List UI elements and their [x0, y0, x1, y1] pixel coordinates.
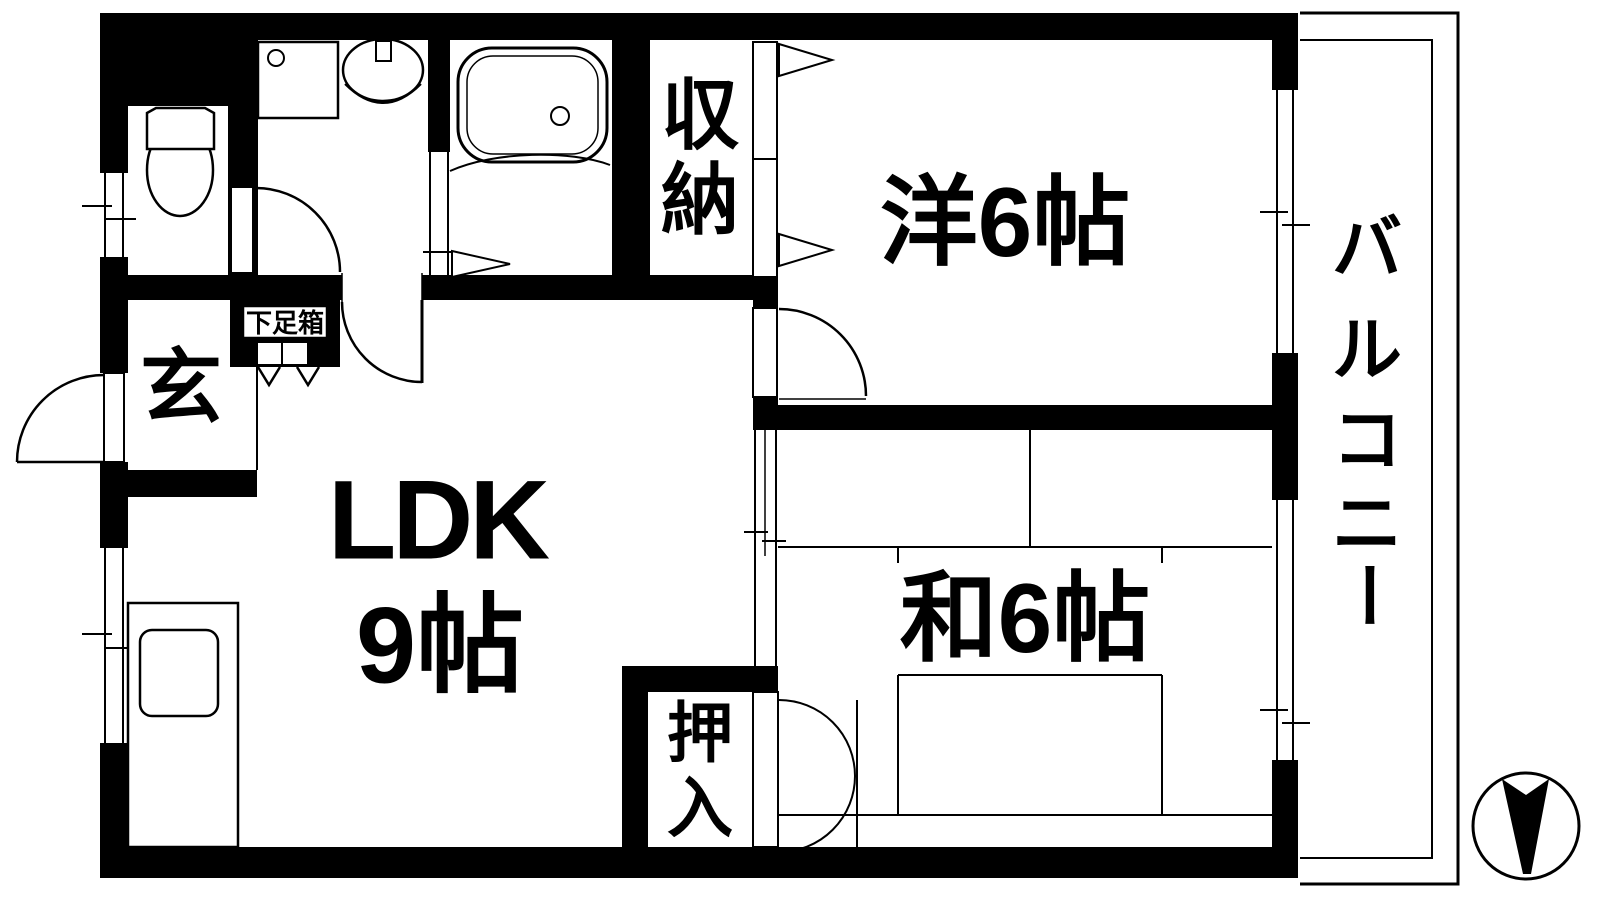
wall-bath-storage	[612, 40, 650, 277]
western-room-window	[1272, 90, 1298, 353]
balcony-label-char3: コ	[1332, 401, 1402, 479]
doors	[15, 41, 868, 853]
oshiire-label-char2: 入	[667, 771, 733, 845]
balcony-label-char5: ー	[1328, 560, 1406, 630]
bathtub-inner	[466, 55, 599, 155]
storage-door-triangle-top	[778, 42, 836, 78]
ldk-doorway	[342, 275, 422, 300]
fixtures	[126, 37, 611, 849]
ldk-label: LDK	[328, 458, 549, 583]
balcony	[1298, 11, 1460, 886]
western-room-label: 洋6帖	[880, 167, 1131, 277]
toilet-tank	[145, 106, 216, 151]
shoe-box-arrow	[295, 366, 321, 388]
windows	[82, 90, 1310, 760]
wall-storage-jamb-upper	[753, 277, 778, 308]
balcony-fence-outer	[1300, 11, 1460, 886]
balcony-label-char2: ル	[1332, 311, 1402, 389]
bathroom-door-strip	[428, 152, 450, 275]
western-doorway	[752, 307, 778, 398]
balcony-fence-inner	[1300, 39, 1433, 859]
basin-tap	[375, 40, 392, 62]
wall-oshiire-top	[622, 666, 778, 692]
wall-bottom	[100, 847, 1298, 878]
ldk-door-arc	[340, 301, 423, 384]
storage-label-char2: 納	[661, 156, 739, 244]
tatami-lines	[778, 430, 1272, 816]
oshiire-door-strip	[752, 691, 779, 848]
balcony-label-char4: ニ	[1332, 485, 1402, 563]
bathtub-drain	[550, 106, 570, 126]
japanese-room-window	[1272, 500, 1298, 760]
kitchen-sink	[138, 628, 220, 718]
shoe-box-arrow	[256, 366, 282, 388]
wall-oshiire-left	[622, 666, 648, 847]
labels: LDK 9帖 洋6帖 和6帖 収 納 押 入 玄 下足箱 バ ル コ ニ ー	[140, 71, 1406, 845]
entrance-door-arc	[15, 373, 105, 463]
shoe-box-label: 下足箱	[246, 308, 324, 338]
storage-label-char1: 収	[661, 71, 739, 159]
compass	[1471, 771, 1581, 881]
basin	[341, 37, 425, 103]
washer-drain	[267, 49, 285, 67]
compass-north-arrow	[1502, 779, 1549, 874]
wall-washroom-bath	[428, 40, 450, 152]
storage-door-triangle-bottom	[778, 232, 836, 268]
wall-wet-area-south	[100, 275, 753, 300]
washroom-door-arc	[255, 186, 342, 273]
wall-storage-jamb-lower	[753, 397, 778, 430]
wall-top	[100, 13, 1298, 40]
wall-genkan-bottom	[100, 470, 257, 497]
entrance-door-leaf	[103, 372, 125, 463]
oshiire-label-char1: 押	[667, 696, 733, 770]
balcony-label-char1: バ	[1332, 209, 1402, 287]
basin-counter-curve	[344, 83, 422, 104]
oshiire-door-arcs	[778, 699, 856, 853]
ldk-size-label: 9帖	[356, 585, 524, 706]
wall-western-japanese-divider	[777, 405, 1272, 430]
washroom-door-leaf	[230, 186, 254, 274]
shoe-box-label-box	[241, 304, 329, 340]
western-door-arc	[778, 307, 868, 397]
washer-pan	[256, 40, 340, 120]
bath-floor-curve	[449, 153, 611, 172]
entrance-label: 玄	[140, 343, 222, 434]
japanese-room-label: 和6帖	[900, 563, 1151, 673]
bathroom-door-triangle	[451, 249, 511, 279]
